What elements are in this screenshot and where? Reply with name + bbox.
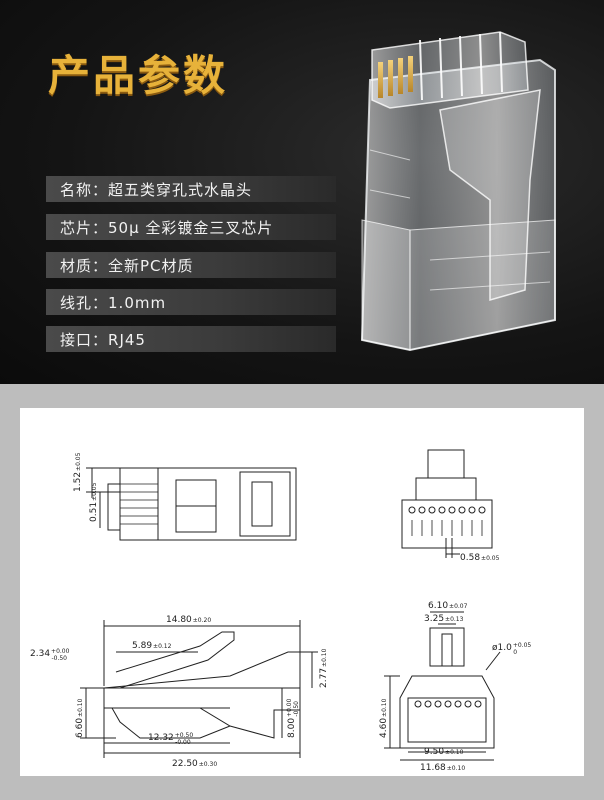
page-title: 产品参数 — [48, 51, 229, 100]
dim-0-58: 0.58±0.05 — [460, 553, 500, 563]
spec-label: 线孔： — [60, 293, 109, 312]
dimension-drawing: 1.52±0.05 0.51±0.05 0.58±0.05 14.80±0.20… — [30, 449, 531, 773]
dim-22-50: 22.50±0.30 — [172, 759, 217, 769]
spec-row-interface: 接口：RJ45 — [46, 326, 336, 352]
drawing-sheet: 1.52±0.05 0.51±0.05 0.58±0.05 14.80±0.20… — [20, 408, 584, 776]
dim-1-52: 1.52±0.05 — [73, 452, 83, 492]
spec-label: 芯片： — [60, 218, 109, 237]
parameters-panel: 产品参数 名称：超五类穿孔式水晶头 芯片：50μ 全彩镀金三叉芯片 材质：全新P… — [0, 0, 604, 384]
spec-value: 50μ 全彩镀金三叉芯片 — [108, 218, 274, 237]
spec-row-chip: 芯片：50μ 全彩镀金三叉芯片 — [46, 214, 336, 240]
dim-5-89: 5.89±0.12 — [132, 641, 172, 651]
dim-8-00: 8.00+0.00-0.50 — [286, 698, 300, 738]
spec-row-material: 材质：全新PC材质 — [46, 252, 336, 278]
spec-row-name: 名称：超五类穿孔式水晶头 — [46, 176, 336, 202]
dim-14-80: 14.80±0.20 — [166, 615, 211, 625]
spec-row-wire-hole: 线孔：1.0mm — [46, 289, 336, 315]
spec-label: 名称： — [60, 180, 109, 199]
spec-value: RJ45 — [108, 330, 146, 349]
technical-drawing-panel: 1.52±0.05 0.51±0.05 0.58±0.05 14.80±0.20… — [0, 384, 604, 800]
dim-6-60: 6.60±0.10 — [75, 698, 85, 738]
dim-12-32: 12.32+0.50-0.00 — [148, 732, 193, 746]
spec-value: 1.0mm — [108, 293, 167, 312]
dim-0-51: 0.51±0.05 — [89, 482, 99, 522]
spec-label: 材质： — [60, 256, 109, 275]
spec-value: 全新PC材质 — [108, 256, 194, 275]
dim-4-60: 4.60±0.10 — [379, 698, 389, 738]
dim-6-10: 6.10±0.07 — [428, 601, 468, 611]
rj45-connector-photo — [360, 31, 556, 352]
dim-11-68: 11.68±0.10 — [420, 763, 465, 773]
dim-2-34: 2.34+0.00-0.50 — [30, 648, 70, 662]
dim-3-25: 3.25±0.13 — [424, 614, 464, 624]
spec-value: 超五类穿孔式水晶头 — [108, 180, 253, 199]
dim-9-50: 9.50±0.10 — [424, 747, 464, 757]
dim-2-77: 2.77±0.10 — [319, 648, 329, 688]
spec-label: 接口： — [60, 330, 109, 349]
